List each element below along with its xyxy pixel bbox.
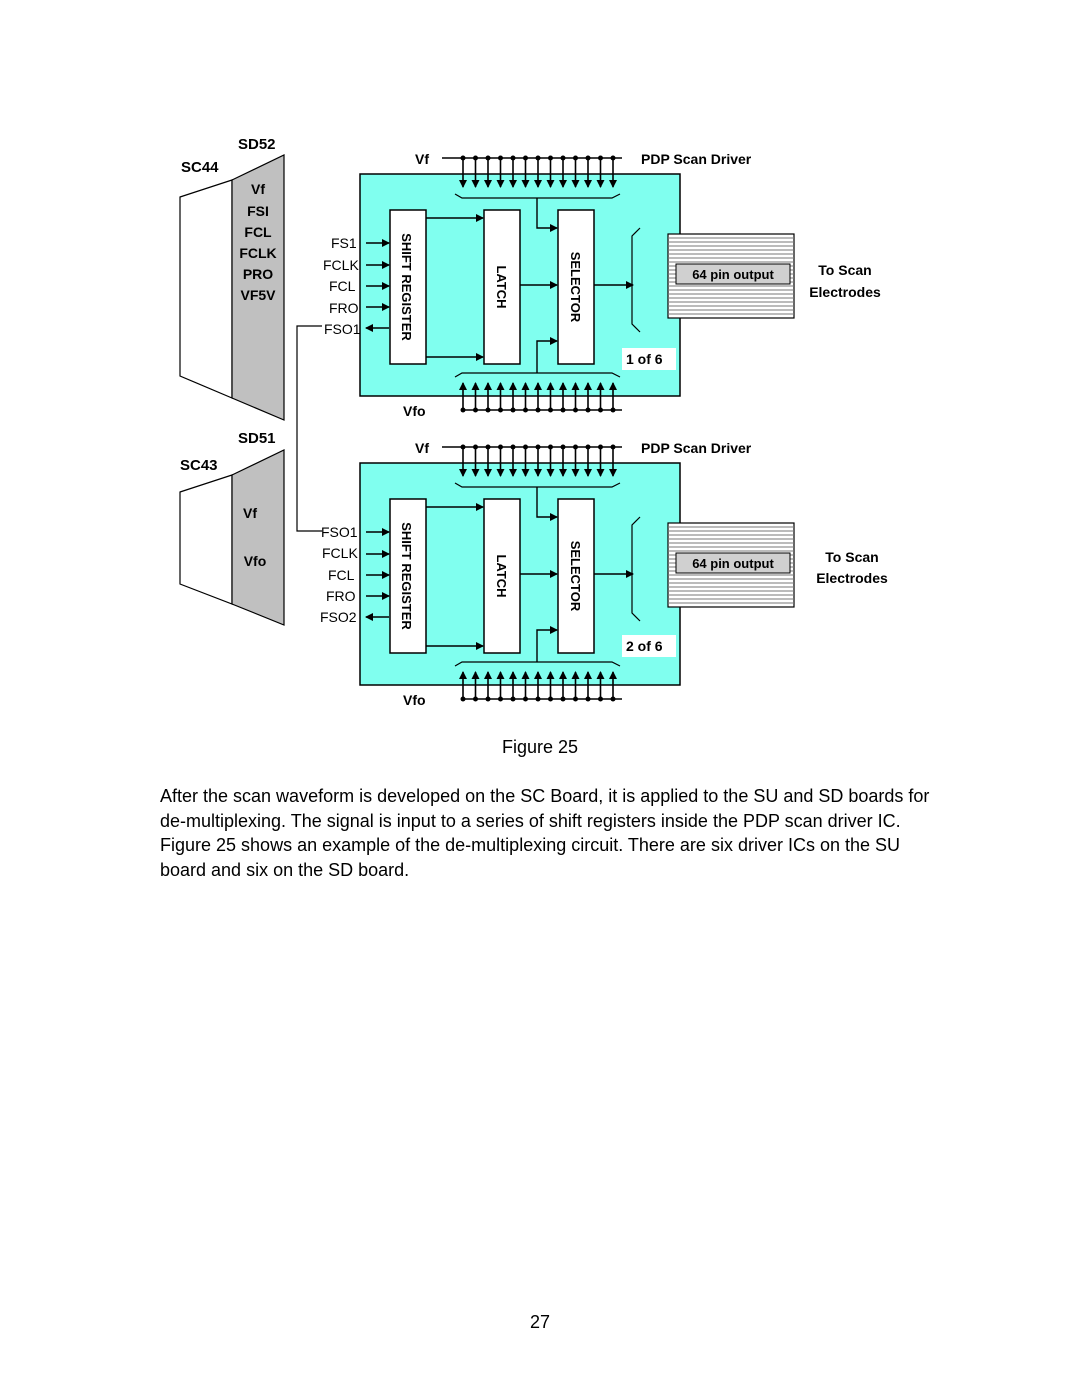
scan-driver-diagram: SC44 SD52 Vf FSI FCL FCLK PRO VF5V SC43 … — [179, 136, 888, 708]
input-label: FRO — [329, 300, 359, 316]
connector-top-left-face — [179, 179, 233, 399]
shift-register-block — [389, 209, 427, 365]
scan-driver-2: Vf Vfo PDP Scan Driver SHIFT REGISTER LA… — [320, 440, 888, 708]
input-label: FCL — [328, 567, 355, 583]
selector-label: SELECTOR — [568, 252, 583, 323]
latch-block — [483, 498, 521, 654]
vf-label: Vf — [415, 440, 429, 456]
input-label: FCL — [329, 278, 356, 294]
selector-block — [557, 498, 595, 654]
shift-register-label: SHIFT REGISTER — [399, 233, 414, 341]
input-label: FSO1 — [324, 321, 361, 337]
electrodes-label: Electrodes — [809, 284, 881, 300]
input-labels: FS1 FCLK FCL FRO FSO1 — [323, 235, 361, 337]
driver-title: PDP Scan Driver — [641, 440, 752, 456]
to-scan-label: To Scan — [818, 262, 871, 278]
vf-to-selector-arrow — [536, 487, 558, 521]
connector-top: SC44 SD52 Vf FSI FCL FCLK PRO VF5V — [179, 136, 285, 421]
input-label: FCLK — [322, 545, 358, 561]
connector-top-pin: Vf — [251, 181, 265, 197]
electrodes-label: Electrodes — [816, 570, 888, 586]
connector-top-pin: FCL — [244, 224, 272, 240]
latch-label: LATCH — [494, 554, 509, 597]
connector-bottom: SC43 SD51 Vf Vfo — [179, 430, 285, 626]
index-box — [622, 348, 676, 370]
to-scan-label: To Scan — [825, 549, 878, 565]
cascade-link-line — [296, 325, 322, 532]
vfo-to-selector-arrow — [536, 337, 558, 373]
diagram-wiring — [365, 155, 641, 702]
figure-caption: Figure 25 — [501, 737, 579, 757]
connector-top-left-label: SC44 — [181, 159, 219, 176]
selector-label: SELECTOR — [568, 541, 583, 612]
body-paragraph: After the scan waveform is developed on … — [160, 786, 930, 880]
page-number: 27 — [529, 1312, 551, 1332]
connector-top-right-label: SD52 — [238, 136, 276, 153]
connector-bottom-left-face — [179, 474, 233, 605]
connector-top-pin: VF5V — [240, 287, 276, 303]
latch-block — [483, 209, 521, 365]
output-label-box — [675, 263, 791, 285]
connector-bottom-left-label: SC43 — [180, 457, 218, 474]
selector-block — [557, 209, 595, 365]
input-label: FSO2 — [320, 609, 357, 625]
connector-top-pin: FCLK — [239, 245, 276, 261]
output-label: 64 pin output — [692, 267, 774, 282]
input-label: FS1 — [331, 235, 357, 251]
vfo-to-selector-arrow — [536, 626, 558, 662]
connector-top-right-face — [231, 154, 285, 421]
output-bracket — [631, 227, 641, 333]
output-label-box — [675, 552, 791, 574]
input-label: FCLK — [323, 257, 359, 273]
driver-index: 2 of 6 — [626, 638, 663, 654]
vf-label: Vf — [415, 151, 429, 167]
input-label: FRO — [326, 588, 356, 604]
connector-bottom-pin: Vf — [243, 505, 257, 521]
shift-register-block — [389, 498, 427, 654]
input-label: FSO1 — [321, 524, 358, 540]
connector-bottom-pin: Vfo — [244, 553, 267, 569]
shift-register-label: SHIFT REGISTER — [399, 522, 414, 630]
output-label: 64 pin output — [692, 556, 774, 571]
driver-index: 1 of 6 — [626, 351, 663, 367]
output-bracket — [631, 516, 641, 622]
driver-title: PDP Scan Driver — [641, 151, 752, 167]
vfo-label: Vfo — [403, 403, 426, 419]
input-labels: FSO1 FCLK FCL FRO FSO2 — [320, 524, 358, 625]
connector-bottom-right-label: SD51 — [238, 430, 276, 447]
connector-bottom-right-face — [231, 449, 285, 626]
latch-label: LATCH — [494, 265, 509, 308]
vf-to-selector-arrow — [536, 198, 558, 232]
connector-top-pin: PRO — [243, 266, 273, 282]
index-box — [622, 635, 676, 657]
connector-top-pin: FSI — [247, 203, 269, 219]
vfo-label: Vfo — [403, 692, 426, 708]
